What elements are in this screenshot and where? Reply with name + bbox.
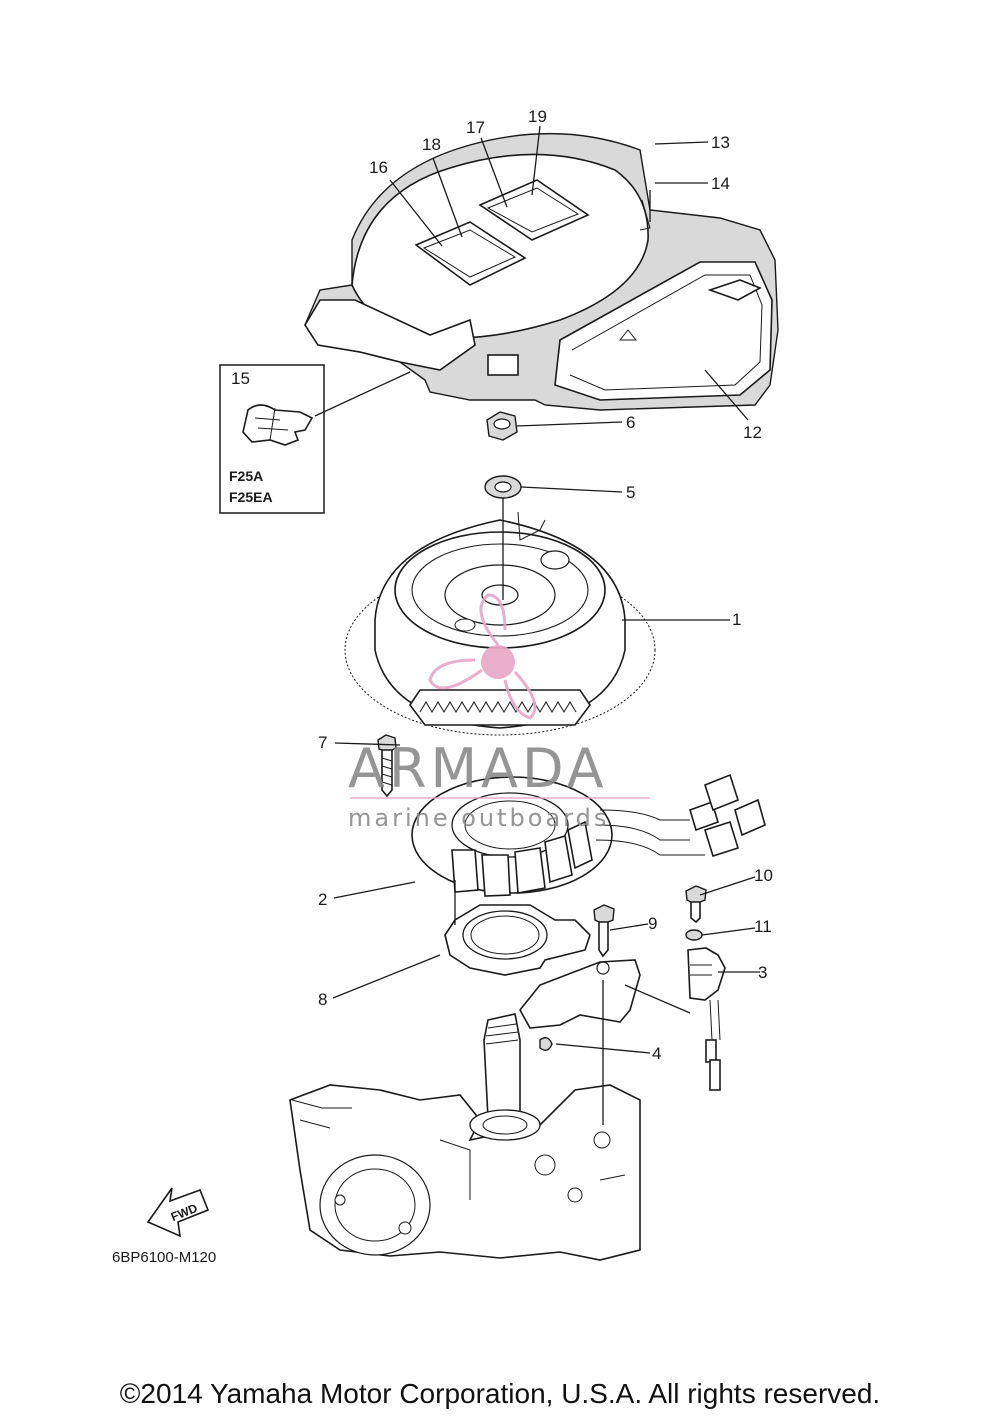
callout-13: 13 (711, 133, 730, 152)
callout-17: 17 (466, 118, 485, 137)
cover-decals (414, 179, 590, 286)
screw-9 (593, 904, 615, 958)
stator-assembly (411, 773, 766, 897)
crankcase (289, 1013, 641, 1261)
bracket (519, 959, 641, 1029)
flywheel-washer (484, 475, 522, 499)
callout-1: 1 (732, 610, 741, 629)
callout-12: 12 (743, 423, 762, 442)
screw-10 (685, 885, 707, 924)
stator-bolt (377, 734, 397, 798)
callout-9: 9 (648, 914, 657, 933)
copyright-notice: ©2014 Yamaha Motor Corporation, U.S.A. A… (119, 1378, 881, 1409)
watermark-tagline: marine outboards (348, 804, 609, 832)
callout-5: 5 (626, 483, 635, 502)
callout-numbers: 1 2 3 4 5 6 7 8 9 10 11 12 13 14 15 16 1… (231, 107, 773, 1063)
stator-base (444, 904, 591, 976)
inset-box: F25A F25EA (219, 364, 325, 514)
callout-14: 14 (711, 174, 730, 193)
callout-7: 7 (318, 733, 327, 752)
callout-18: 18 (422, 135, 441, 154)
callout-6: 6 (626, 413, 635, 432)
diagram-code: 6BP6100-M120 (112, 1249, 216, 1266)
inset-model-1: F25A (229, 468, 263, 484)
callout-16: 16 (369, 158, 388, 177)
callout-4: 4 (652, 1044, 661, 1063)
armada-logo-icon (428, 593, 537, 720)
armada-watermark: ARMADA marine outboards (348, 593, 650, 832)
callout-19: 19 (528, 107, 547, 126)
callout-2: 2 (318, 890, 327, 909)
callout-15: 15 (231, 369, 250, 388)
leader-lines (314, 125, 760, 1125)
fwd-arrow: FWD (146, 1187, 210, 1238)
woodruff-key (539, 1037, 553, 1051)
flywheel-nut (486, 411, 518, 441)
callout-3: 3 (758, 963, 767, 982)
callout-8: 8 (318, 990, 327, 1009)
callout-10: 10 (754, 866, 773, 885)
washer-11 (685, 929, 703, 941)
inset-model-2: F25EA (229, 489, 273, 505)
callout-11: 11 (754, 917, 772, 936)
flywheel-magneto (344, 511, 656, 736)
watermark-brand: ARMADA (348, 737, 608, 800)
pulser-coil (687, 947, 726, 1091)
